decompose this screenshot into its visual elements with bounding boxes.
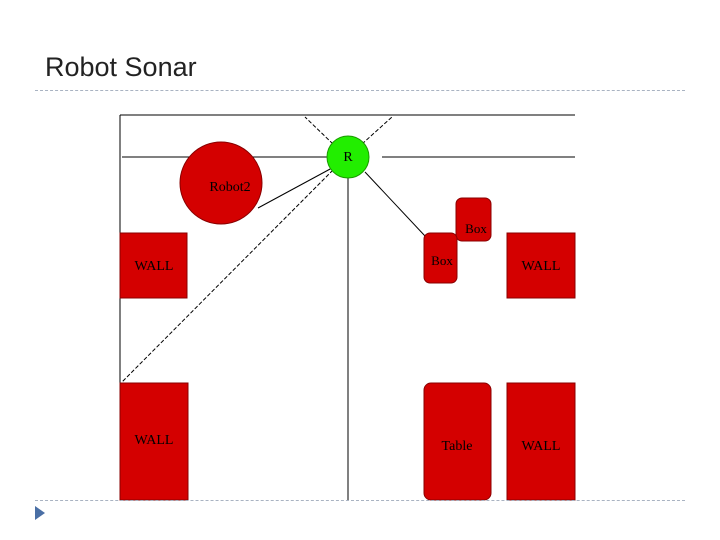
wall-lower-right-label: WALL [522,439,561,454]
robot2-body [179,141,263,225]
sonar-beam-upper-left-dashed [304,116,334,145]
robot-r-body [326,135,370,179]
box-lower: Box [423,232,458,284]
robot2-label: Robot2 [209,180,250,195]
box-lower-shape [423,232,458,284]
table-label: Table [442,439,473,454]
wall-upper-right: WALL [506,232,576,299]
sonar-beam-diagonal-dashed [121,169,334,383]
slide-title: Robot Sonar [45,52,197,82]
wall-upper-left-label: WALL [135,259,174,274]
wall-lower-left-shape [119,382,189,501]
wall-upper-left: WALL [119,232,188,299]
wall-upper-right-shape [506,232,576,299]
robot-r-label: R [343,150,353,165]
sonar-beam-to-robot2 [257,167,333,209]
box-lower-label: Box [431,253,453,268]
title-divider [35,90,685,91]
wall-upper-left-shape [119,232,188,299]
box-upper: Box [455,197,492,242]
wall-lower-left: WALL [119,382,189,501]
wall-lower-left-label: WALL [135,433,174,448]
box-upper-label: Box [465,221,487,236]
table: Table [423,382,492,501]
wall-lower-right-shape [506,382,576,501]
footer-divider [35,500,685,501]
bullet-arrow-icon [35,506,45,520]
sonar-beam-upper-right-dashed [361,116,393,145]
wall-lower-right: WALL [506,382,576,501]
box-upper-shape [455,197,492,242]
sonar-beam-to-box [364,171,426,237]
wall-upper-right-label: WALL [522,259,561,274]
robot-r: R [326,135,370,179]
robot2: Robot2 [179,141,263,225]
